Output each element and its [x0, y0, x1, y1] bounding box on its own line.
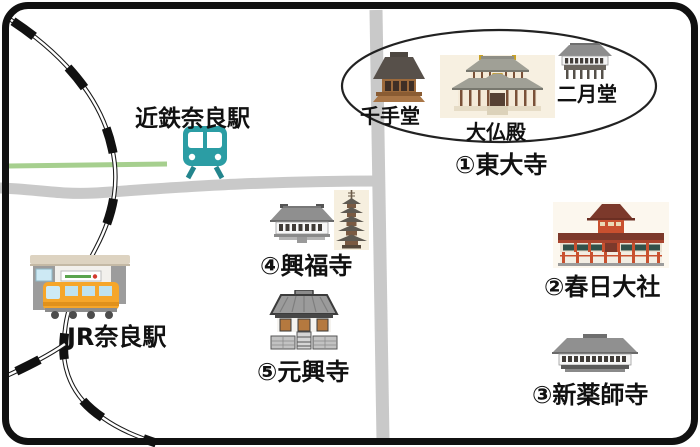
kintetsu-nara-station-label: 近鉄奈良駅 [135, 106, 250, 132]
senjudo-label: 千手堂 [360, 104, 420, 128]
vertical-road [369, 9, 390, 442]
kintetsu-train-icon [176, 126, 234, 180]
five-story-pagoda-icon [334, 190, 369, 250]
horizontal-road [0, 175, 385, 199]
green-rail-line [7, 161, 168, 169]
nigatsudo-temple-icon [556, 43, 614, 81]
jr-railway-line [2, 14, 158, 447]
todaiji-area-ellipse [340, 28, 658, 144]
todaiji-label: ①東大寺 [455, 151, 548, 179]
jr-nara-station-label: JR奈良駅 [67, 323, 167, 351]
gangoji-label: ⑤元興寺 [257, 358, 350, 386]
gangoji-gate-icon [268, 289, 340, 352]
nigatsudo-label: 二月堂 [557, 82, 617, 106]
senjudo-temple-icon [370, 52, 428, 104]
kasuga-shrine-icon [553, 202, 669, 268]
daibutsuden-label: 大仏殿 [466, 120, 526, 144]
kofukuji-hall-icon [269, 204, 335, 244]
daibutsuden-temple-icon [440, 55, 555, 118]
shin-yakushiji-label: ③新薬師寺 [532, 381, 649, 409]
jr-station-icon [29, 252, 133, 322]
kasuga-taisha-label: ②春日大社 [544, 273, 661, 301]
shinyakushiji-temple-icon [550, 334, 640, 376]
kofukuji-label: ④興福寺 [260, 252, 353, 280]
